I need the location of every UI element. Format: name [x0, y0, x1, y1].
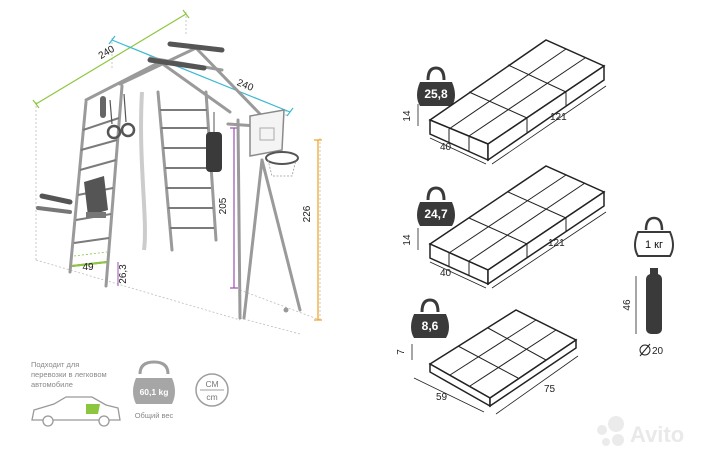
sports-complex-drawing: 240 240 205 226 — [32, 9, 322, 335]
gym-rings — [100, 93, 136, 140]
package-3-height: 7 — [396, 349, 407, 355]
punching-bag-drawing — [206, 112, 222, 172]
total-weight-badge: 60,1 kg Общий вес — [133, 360, 175, 420]
package-2: 24,7 14 40 121 — [402, 165, 607, 289]
transport-note-line2: перевозки в легковом — [31, 370, 107, 379]
package-1: 25,8 14 40 121 — [402, 39, 607, 165]
punching-bag-diameter: 20 — [652, 346, 664, 357]
width-dimension: 240 — [32, 9, 190, 109]
package-3-length: 75 — [544, 384, 556, 395]
units-bottom: cm — [206, 392, 217, 402]
package-1-weight: 25,8 — [424, 87, 448, 101]
hoop-height-dimension: 226 — [302, 139, 322, 321]
package-2-width: 40 — [440, 268, 452, 279]
package-1-height: 14 — [402, 110, 413, 122]
watermark-text: Avito — [630, 422, 684, 447]
package-3-weight: 8,6 — [422, 319, 439, 333]
units-top: СМ — [205, 379, 218, 389]
package-3-width: 59 — [436, 392, 448, 403]
package-1-width: 40 — [440, 142, 452, 153]
package-1-weight-icon: 25,8 — [417, 66, 455, 106]
units-badge: СМ cm — [195, 373, 229, 407]
package-1-length: 121 — [550, 112, 567, 123]
step-width-label: 49 — [82, 262, 94, 273]
package-2-length: 121 — [548, 238, 565, 249]
package-2-weight: 24,7 — [424, 207, 448, 221]
punching-bag-accessory: 1 кг 46 20 — [622, 216, 674, 357]
package-3-weight-icon: 8,6 — [411, 298, 449, 338]
total-weight-value: 60,1 kg — [140, 387, 169, 397]
transport-note-line3: автомобиле — [31, 380, 73, 389]
total-weight-label: Общий вес — [135, 411, 174, 420]
punching-bag-height: 46 — [622, 299, 633, 311]
avito-watermark: Avito — [597, 416, 684, 447]
transport-note-line1: Подходит для — [31, 360, 79, 369]
car-icon — [31, 396, 121, 427]
pull-up-bar — [147, 41, 225, 71]
dip-station — [36, 176, 108, 218]
punching-bag-weight-icon: 1 кг — [634, 216, 674, 257]
package-3: 8,6 7 59 75 — [396, 298, 579, 415]
punching-bag-weight: 1 кг — [645, 239, 663, 251]
step-gap-label: 26,3 — [118, 264, 129, 284]
width-label: 240 — [97, 44, 117, 62]
right-ladder — [160, 109, 214, 229]
package-2-height: 14 — [402, 234, 413, 246]
hoop-height-label: 226 — [302, 205, 313, 222]
basketball-hoop — [249, 109, 299, 177]
transport-info: Подходит для перевозки в легковом автомо… — [31, 360, 121, 427]
ladder-height-label: 205 — [218, 197, 229, 214]
package-2-weight-icon: 24,7 — [417, 186, 455, 226]
